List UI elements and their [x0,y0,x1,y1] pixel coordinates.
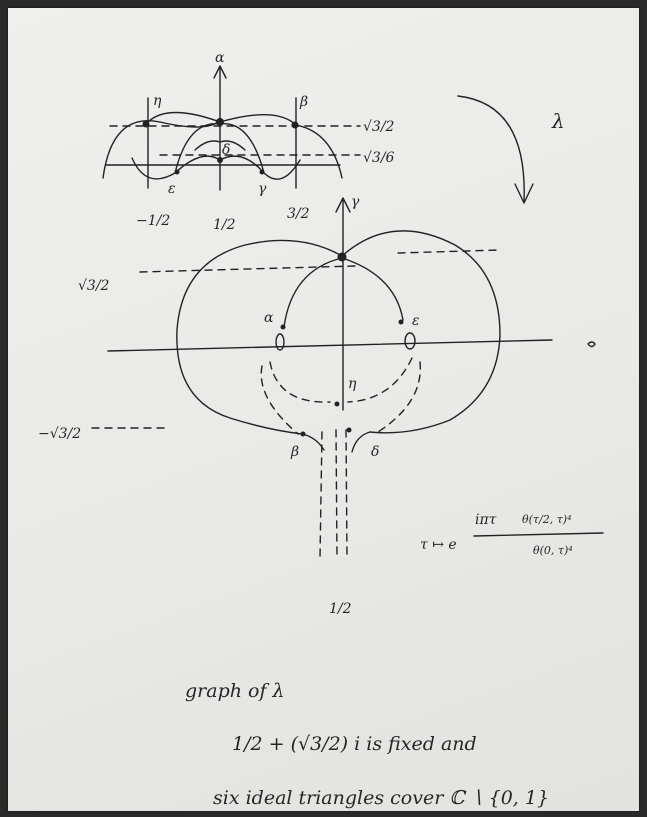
lobe-left [176,239,343,435]
label-neg-sqrt3-over-2: −√3/2 [38,426,81,442]
point-eta-image [334,401,340,407]
arc-right-large [147,111,343,179]
lambda-map-arrow [457,95,525,203]
formula-exponent: iπτ [475,512,497,528]
label-beta-lower: β [290,444,299,460]
note-graph-of-lambda: graph of λ [185,680,285,702]
dashed-left-cusp [260,365,299,435]
label-sqrt3-over-6: √3/6 [363,150,395,166]
label-half-lower: 1/2 [329,601,352,617]
point-beta-image [300,431,306,437]
lobe-right [341,230,501,434]
formula-numerator: θ(τ/2, τ)⁴ [522,513,571,526]
arc-left-large [102,120,219,179]
curve-to-alpha [283,257,343,328]
dashed-line-2 [335,429,338,559]
label-eta-top: η [153,93,162,109]
point-epsilon-image [398,319,404,325]
label-epsilon-lower: ε [412,313,420,329]
dashed-arc-left [269,361,331,403]
label-delta-top: δ [222,142,230,158]
sqrt3-over-2-lower-dashed [139,265,356,273]
point-epsilon [174,169,180,175]
dashed-right-cusp [377,361,421,433]
puncture-zero [275,333,285,351]
imag-axis-arrow-icon [213,65,227,79]
point-gamma-image [337,252,347,262]
arc-inner [194,140,246,151]
note-fixed-point: 1/2 + (√3/2) i is fixed and [232,733,477,755]
sketch-canvas: α η β δ ε γ √3/2 √3/6 −1/2 1/2 3/2 λ [38,50,604,809]
label-eta-lower: η [348,376,357,392]
real-axis-lower [107,339,553,352]
point-alpha [216,118,224,126]
label-sqrt3-over-2-lower: √3/2 [78,278,110,294]
formula-denominator: θ(0, τ)⁴ [533,544,573,557]
label-epsilon-top: ε [168,181,176,197]
label-gamma-lower: γ [351,194,360,210]
formula-fraction-bar [473,532,604,537]
label-sqrt3-over-2-top: √3/2 [363,119,395,135]
puncture-infinity [587,341,596,348]
point-eta [142,120,150,128]
gamma-axis-arrow-icon [335,197,351,213]
label-lambda-map: λ [551,109,565,133]
dashed-line-1 [319,431,323,559]
label-beta-top: β [299,94,308,110]
formula-map: τ ↦ e [420,537,457,553]
dashed-arc-right [347,357,413,403]
label-delta-lower: δ [371,444,379,460]
sqrt3-over-2-lower-dashed-right [397,249,501,254]
cusp-left-curve [301,433,325,451]
point-beta [291,121,299,129]
label-gamma-top: γ [258,181,267,197]
label-alpha-lower: α [264,310,274,326]
lambda-image-diagram [91,197,596,559]
arrowhead-icon [514,183,534,204]
point-alpha-image [280,324,286,330]
curve-to-epsilon [341,257,404,321]
point-delta [217,157,223,163]
point-delta-image [346,427,352,433]
label-three-halves: 3/2 [287,206,310,222]
label-minus-half: −1/2 [136,213,170,229]
note-six-ideal-triangles: six ideal triangles cover ℂ ∖ {0, 1} [213,787,549,809]
puncture-one [404,332,416,350]
notebook-page: α η β δ ε γ √3/2 √3/6 −1/2 1/2 3/2 λ [8,8,639,811]
label-alpha-top: α [215,50,225,66]
dashed-line-3 [345,429,348,559]
label-half-top: 1/2 [213,217,236,233]
cusp-right-curve [351,431,371,453]
upper-half-plane-domain [102,65,361,191]
point-gamma [259,169,265,175]
